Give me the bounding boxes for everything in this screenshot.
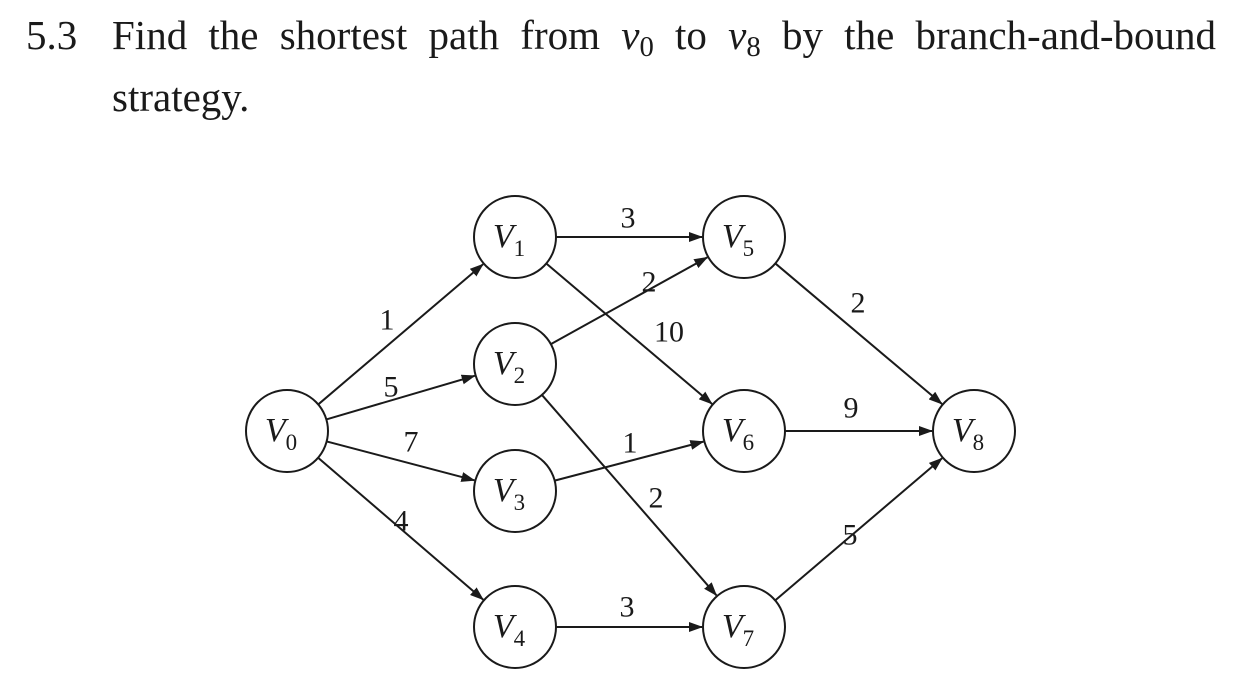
- edge-weight-v3-v6: 1: [623, 427, 638, 460]
- problem-statement: 5.3 Find the shortest path from v0 to v8…: [26, 10, 1216, 122]
- node-subscript-v7: 7: [743, 626, 755, 651]
- problem-line-2: strategy.: [112, 74, 250, 121]
- edge-weight-v0-v2: 5: [384, 371, 399, 404]
- edge-weight-v1-v6: 10: [654, 316, 684, 349]
- node-circle-v2: [473, 322, 557, 406]
- edge-weight-v0-v3: 7: [404, 426, 419, 459]
- node-subscript-v4: 4: [514, 626, 526, 651]
- node-v4: V4: [473, 585, 557, 669]
- node-v2: V2: [473, 322, 557, 406]
- node-circle-v3: [473, 449, 557, 533]
- end-vertex: v8: [728, 12, 761, 63]
- problem-line-1: Find the shortest path from v0 to v8 by …: [112, 10, 1216, 72]
- edge-weight-v2-v7: 2: [649, 482, 664, 515]
- node-circle-v8: [932, 389, 1016, 473]
- edge-weight-v4-v7: 3: [620, 591, 635, 624]
- problem-text: Find the shortest path from v0 to v8 by …: [112, 10, 1216, 122]
- node-subscript-v1: 1: [514, 236, 526, 261]
- node-circle-v7: [702, 585, 786, 669]
- start-vertex-letter: v: [621, 12, 640, 58]
- problem-text-after: by the branch-and-bound: [781, 12, 1217, 58]
- edge-v3-v6: [554, 440, 705, 482]
- problem-number: 5.3: [26, 12, 78, 58]
- node-subscript-v0: 0: [286, 430, 298, 455]
- edge-weight-v7-v8: 5: [843, 519, 858, 552]
- edge-v0-v3: [326, 440, 476, 482]
- problem-to-word: to: [675, 12, 707, 58]
- problem-text-before: Find the shortest path from: [112, 12, 601, 58]
- node-subscript-v2: 2: [514, 363, 526, 388]
- node-subscript-v6: 6: [743, 430, 755, 455]
- edge-v0-v4: [317, 456, 484, 601]
- end-vertex-letter: v: [728, 12, 747, 58]
- edge-v0-v1: [317, 263, 484, 406]
- edge-v7-v8: [774, 457, 943, 602]
- node-circle-v5: [702, 195, 786, 279]
- edge-v1-v6: [545, 262, 713, 405]
- edge-v0-v2: [326, 374, 476, 421]
- start-vertex-subscript: 0: [639, 31, 654, 64]
- node-circle-v0: [245, 389, 329, 473]
- node-subscript-v5: 5: [743, 236, 755, 261]
- node-circle-v4: [473, 585, 557, 669]
- edge-weight-v1-v5: 3: [621, 202, 636, 235]
- node-v0: V0: [245, 389, 329, 473]
- edge-v2-v7: [541, 394, 718, 597]
- node-v5: V5: [702, 195, 786, 279]
- end-vertex-subscript: 8: [746, 31, 761, 64]
- node-circle-v6: [702, 389, 786, 473]
- edge-weight-v0-v4: 4: [394, 505, 409, 538]
- node-circle-v1: [473, 195, 557, 279]
- edge-weight-v2-v5: 2: [642, 266, 657, 299]
- node-v1: V1: [473, 195, 557, 279]
- node-v3: V3: [473, 449, 557, 533]
- node-subscript-v8: 8: [973, 430, 985, 455]
- edge-weight-v6-v8: 9: [844, 392, 859, 425]
- node-v6: V6: [702, 389, 786, 473]
- node-v8: V8: [932, 389, 1016, 473]
- edge-v2-v5: [550, 256, 709, 345]
- node-subscript-v3: 3: [514, 490, 526, 515]
- edge-weight-v5-v8: 2: [851, 287, 866, 320]
- node-v7: V7: [702, 585, 786, 669]
- edge-v5-v8: [774, 262, 943, 405]
- edge-weight-v0-v1: 1: [380, 304, 395, 337]
- start-vertex: v0: [621, 12, 654, 63]
